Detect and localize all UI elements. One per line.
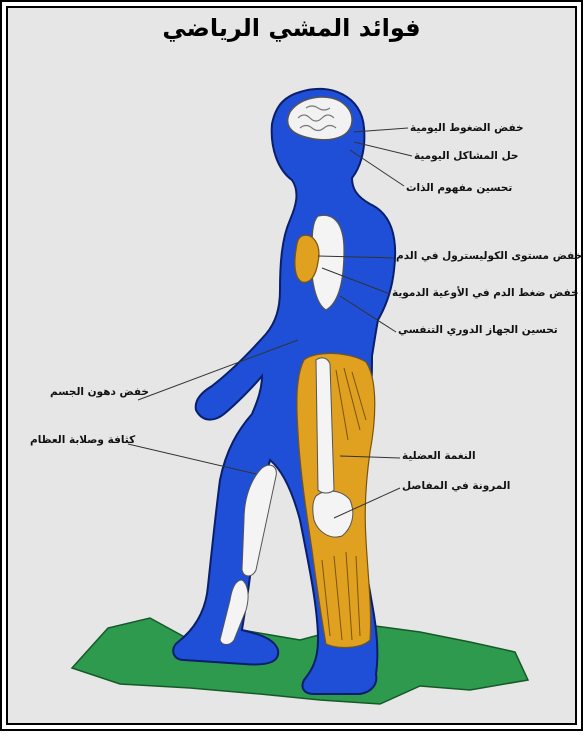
label-bone-density: كثافة وصلابة العظام: [30, 434, 135, 446]
label-joint-flexibility: المرونة في المفاصل: [402, 480, 510, 492]
label-body-fat: خفض دهون الجسم: [50, 386, 149, 398]
label-muscle-tone: النغمة العضلية: [402, 450, 476, 462]
label-blood-pressure: خفض ضغط الدم في الأوعية الدموية: [392, 287, 579, 299]
page-title: فوائد المشي الرياضي: [0, 14, 583, 42]
label-self-concept: تحسين مفهوم الذات: [406, 182, 512, 194]
label-stress: خفض الضغوط اليومية: [410, 122, 524, 134]
label-problems: حل المشاكل اليومية: [414, 150, 519, 162]
label-cholesterol: خفض مستوى الكوليسترول في الدم: [396, 250, 582, 262]
label-respiratory: تحسين الجهاز الدوري التنفسي: [398, 324, 558, 336]
brain: [288, 97, 352, 140]
